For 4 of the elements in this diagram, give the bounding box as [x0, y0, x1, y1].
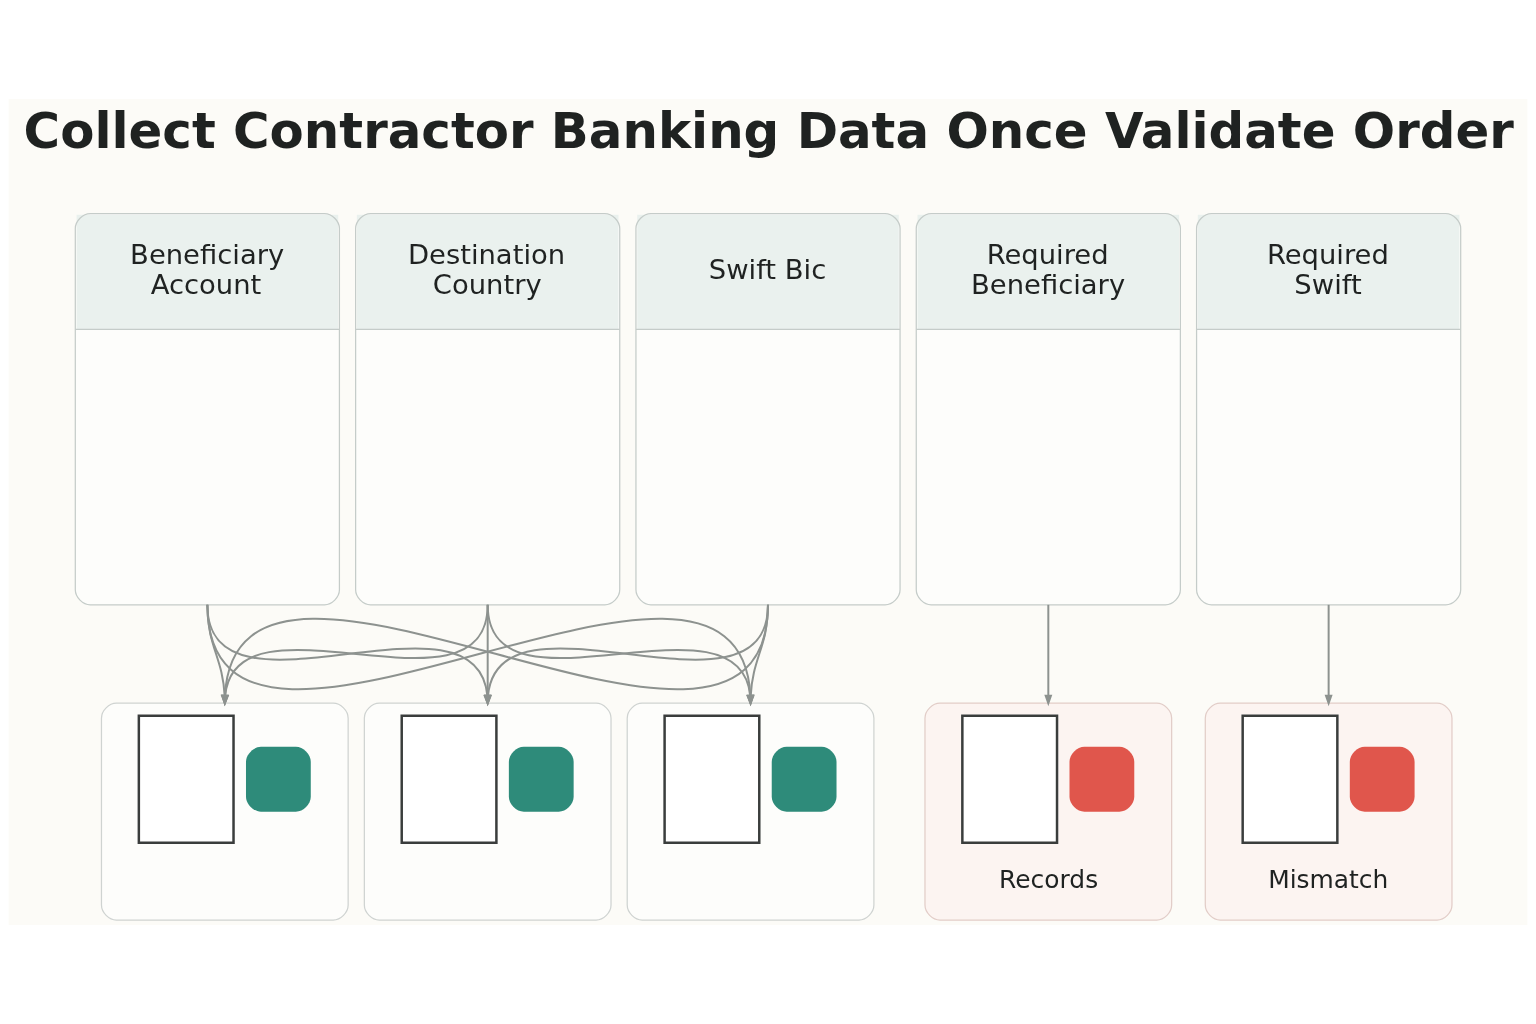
arrow: [746, 603, 769, 707]
arrow: [1324, 603, 1333, 707]
arrow: [1044, 603, 1053, 707]
diagram-title: Collect Contractor Banking Data Once Validate Order: [23, 101, 1514, 160]
